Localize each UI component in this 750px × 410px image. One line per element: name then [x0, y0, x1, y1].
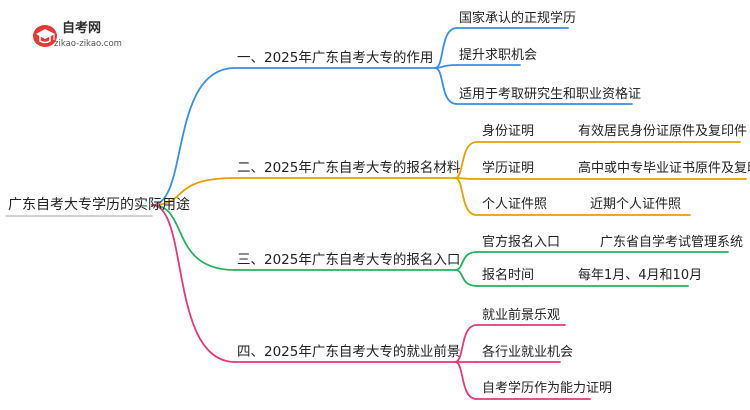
mindmap-connectors: [5, 27, 747, 400]
branch-2-leaf-3-connector: [454, 177, 478, 216]
graduation-cap-icon: [33, 25, 57, 47]
branch-3-detail-2: 每年1月、4月和10月: [578, 268, 703, 283]
root-to-branch-2-connector: [151, 177, 236, 206]
branch-4-leaf-2: 各行业就业机会: [482, 345, 574, 360]
branch-3-label: 三、2025年广东自考大专的报名入口: [237, 252, 461, 268]
root-to-branch-3-connector: [151, 204, 236, 271]
branch-1-leaf-3: 适用于考取研究生和职业资格证: [459, 87, 642, 102]
branch-2-leaf-2: 学历证明: [482, 161, 535, 176]
branch-4-leaf-1-connector: [454, 324, 478, 363]
logo-name: 自考网: [62, 21, 102, 36]
logo-url: zikao-zikao.com: [54, 39, 122, 49]
branch-1-leaf-1-connector: [434, 27, 458, 69]
root-topic: 广东自考大专学历的实际用途: [8, 197, 190, 213]
branch-1-leaf-1: 国家承认的正规学历: [459, 11, 577, 26]
root-to-branch-1-connector: [151, 67, 236, 206]
branch-1-label: 一、2025年广东自考大专的作用: [237, 50, 434, 66]
branch-1-leaf-2: 提升求职机会: [459, 48, 538, 63]
branch-3-leaf-2-connector: [454, 269, 478, 287]
branch-4-label: 四、2025年广东自考大专的就业前景: [237, 344, 461, 360]
branch-2-label: 二、2025年广东自考大专的报名材料: [237, 160, 461, 176]
branch-2-detail-3: 近期个人证件照: [590, 197, 682, 212]
branch-2-leaf-1: 身份证明: [482, 124, 535, 139]
branch-4-leaf-1: 就业前景乐观: [482, 308, 561, 323]
root-to-branch-4-connector: [151, 204, 236, 363]
branch-3-detail-1: 广东省自学考试管理系统: [600, 235, 744, 250]
branch-4-leaf-3: 自考学历作为能力证明: [482, 381, 613, 396]
branch-3-leaf-2: 报名时间: [482, 268, 535, 283]
branch-3-leaf-1: 官方报名入口: [482, 235, 561, 250]
branch-2-leaf-1-connector: [454, 141, 478, 179]
branch-4-leaf-3-connector: [454, 361, 478, 400]
branch-1-leaf-3-connector: [434, 67, 458, 105]
branch-2-leaf-3: 个人证件照: [482, 197, 548, 212]
branch-2-detail-1: 有效居民身份证原件及复印件: [578, 124, 748, 139]
branch-2-detail-2: 高中或中专毕业证书原件及复印件: [578, 161, 750, 176]
